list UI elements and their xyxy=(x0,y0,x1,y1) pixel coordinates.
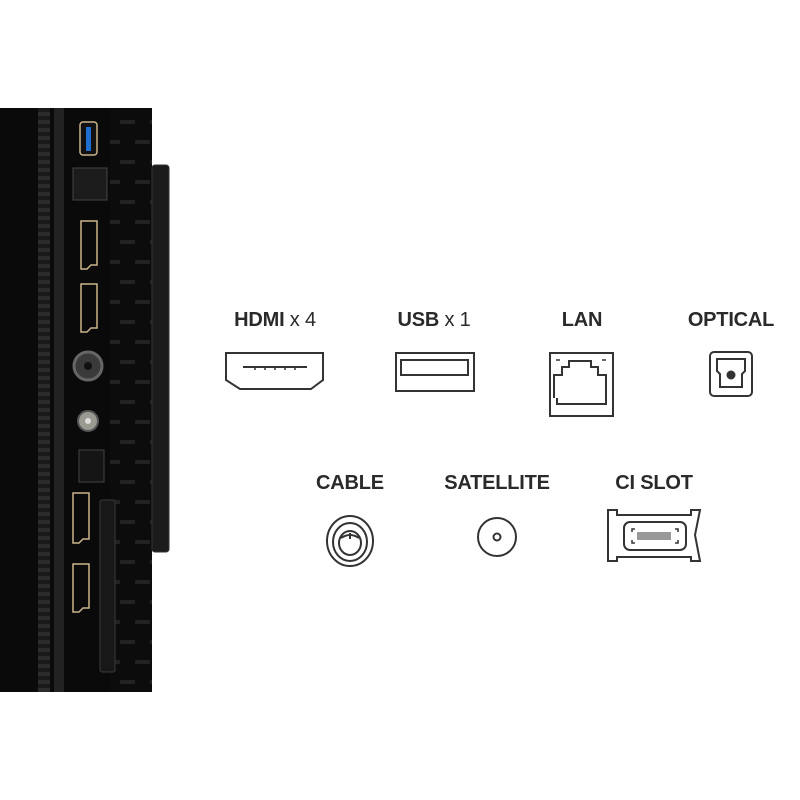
satellite-icon xyxy=(477,517,517,557)
tv-ci-slot xyxy=(99,499,116,673)
tv-hdmi-port xyxy=(72,563,90,613)
lan-label: LAN xyxy=(561,309,603,331)
hdmi-icon xyxy=(225,352,324,390)
tv-hdmi-port xyxy=(80,220,98,270)
tv-hdmi-port xyxy=(80,283,98,333)
tv-side-panel-photo xyxy=(0,108,170,692)
optical-label: OPTICAL xyxy=(687,309,775,331)
hdmi-label: HDMI x 4 xyxy=(234,309,316,331)
tv-usb-port xyxy=(79,121,98,156)
ci-slot-label: CI SLOT xyxy=(615,472,693,494)
cable-label: CABLE xyxy=(316,472,384,494)
tv-optical-port xyxy=(78,449,105,483)
usb-icon xyxy=(395,352,475,392)
tv-lan-port xyxy=(72,167,108,201)
satellite-label: SATELLITE xyxy=(444,472,550,494)
tv-hdmi-port xyxy=(72,492,90,544)
cable-icon xyxy=(326,515,374,567)
usb-label: USB x 1 xyxy=(397,309,471,331)
lan-icon xyxy=(549,352,614,417)
optical-icon xyxy=(709,351,753,397)
ci-slot-icon xyxy=(607,509,702,562)
